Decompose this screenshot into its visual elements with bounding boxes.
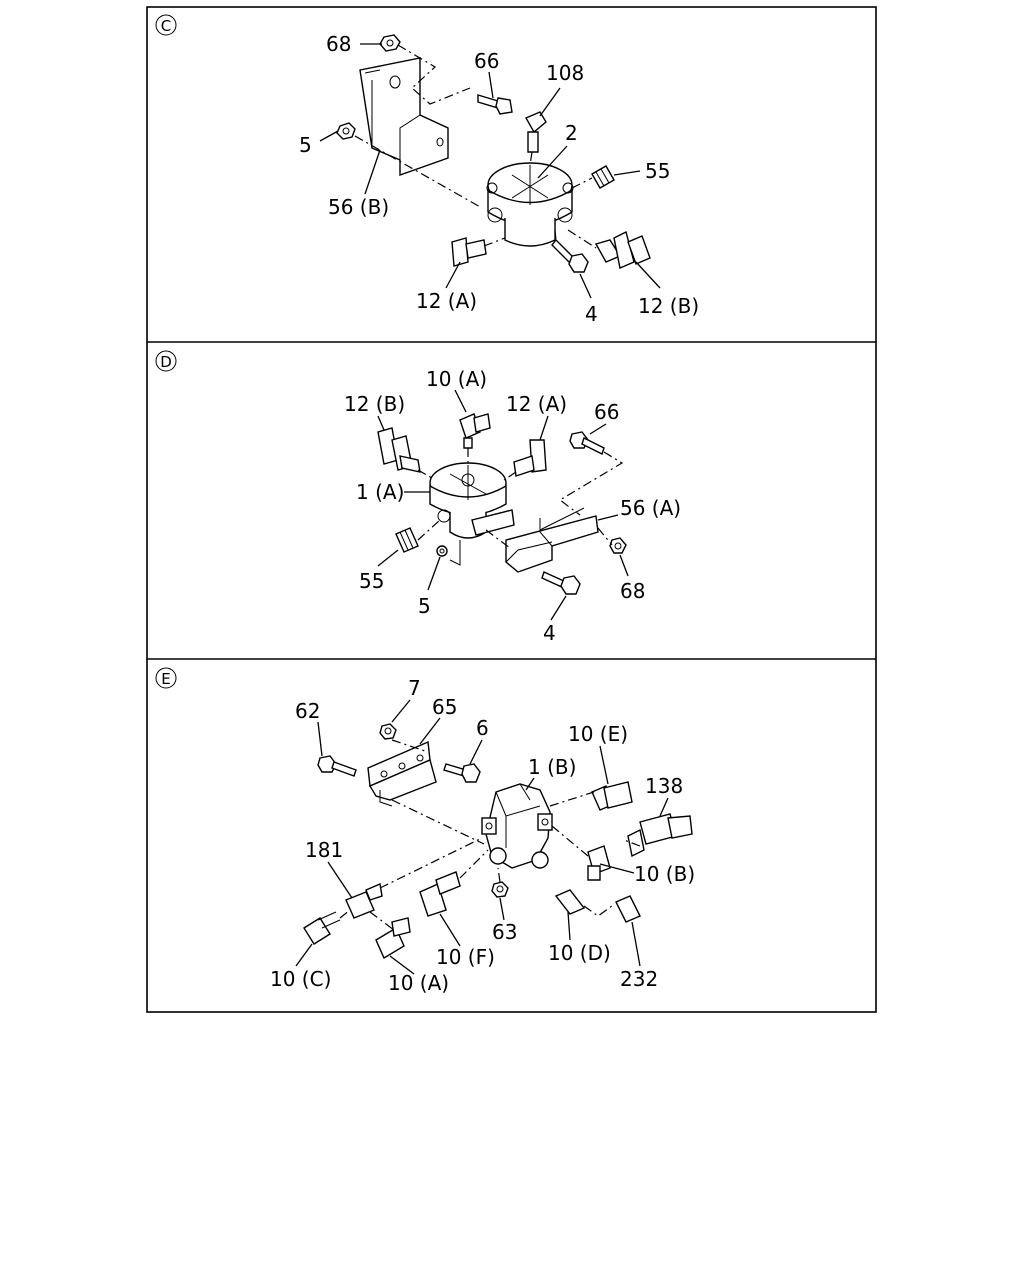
label-10e: 10 (E): [568, 722, 628, 746]
nut-68-d: [609, 537, 627, 554]
fitting-10c: [303, 911, 341, 945]
label-5-d: 5: [418, 594, 431, 618]
label-10f: 10 (F): [436, 945, 495, 969]
panel-c-marker: C: [155, 14, 177, 36]
label-12a-d: 12 (A): [506, 392, 567, 416]
label-56b: 56 (B): [328, 195, 389, 219]
connector-232: [615, 895, 641, 923]
nut-5-d: [436, 545, 448, 557]
bolt-4: [551, 238, 589, 273]
elbow-10b: [587, 845, 611, 881]
label-4-d: 4: [543, 621, 556, 645]
label-68-d: 68: [620, 579, 645, 603]
bracket-56b: [359, 57, 449, 176]
label-55: 55: [645, 159, 670, 183]
label-12b: 12 (B): [638, 294, 699, 318]
panel-c-labels: 68 66 108 5 2 55 56 (B) 12 (A) 4 12 (B): [299, 32, 699, 326]
bolt-6: [443, 763, 481, 783]
label-10c: 10 (C): [270, 967, 331, 991]
label-66: 66: [474, 49, 499, 73]
panel-e-marker: E: [155, 667, 177, 689]
elbow-10a-e: [375, 917, 411, 960]
label-232: 232: [620, 967, 658, 991]
label-12b-d: 12 (B): [344, 392, 405, 416]
panel-d: D: [155, 350, 681, 645]
label-7: 7: [408, 676, 421, 700]
valve-1b: [481, 783, 553, 869]
svg-text:C: C: [161, 17, 171, 35]
fitting-108: [525, 111, 547, 153]
label-10a-e: 10 (A): [388, 971, 449, 995]
diagram-frame: [146, 6, 877, 1013]
label-65: 65: [432, 695, 457, 719]
label-66-d: 66: [594, 400, 619, 424]
valve-2: [486, 162, 574, 247]
panel-c-dash-lines: [354, 44, 597, 249]
panel-e-leaders: [295, 699, 669, 975]
bolt-62: [317, 755, 357, 777]
label-62: 62: [295, 699, 320, 723]
label-181: 181: [305, 838, 343, 862]
label-68: 68: [326, 32, 351, 56]
label-10b: 10 (B): [634, 862, 695, 886]
elbow-10e: [591, 781, 633, 811]
nut-5: [336, 122, 356, 140]
block-181: [345, 883, 383, 919]
svg-text:D: D: [160, 353, 172, 371]
panel-c: C: [155, 14, 699, 326]
fitting-10d: [554, 889, 586, 915]
panel-d-labels: 10 (A) 12 (B) 12 (A) 66 1 (A) 56 (A) 55 …: [344, 367, 681, 645]
label-12a: 12 (A): [416, 289, 477, 313]
label-2: 2: [565, 121, 578, 145]
tee-12b-d: [377, 427, 421, 473]
panel-d-dash-lines: [417, 448, 624, 549]
bolt-66-d: [569, 431, 605, 455]
label-1b: 1 (B): [528, 755, 576, 779]
elbow-12a-d: [513, 439, 547, 477]
label-10a: 10 (A): [426, 367, 487, 391]
elbow-12a: [451, 237, 487, 267]
label-63: 63: [492, 920, 517, 944]
label-5: 5: [299, 133, 312, 157]
panel-c-leaders: [319, 43, 661, 299]
label-108: 108: [546, 61, 584, 85]
label-1a: 1 (A): [356, 480, 404, 504]
panel-d-leaders: [377, 389, 629, 621]
panel-e-dash-lines: [339, 739, 641, 931]
plug-55: [591, 165, 615, 189]
label-4: 4: [585, 302, 598, 326]
panel-e: E: [155, 667, 695, 995]
tee-12b: [594, 230, 651, 269]
panel-d-marker: D: [155, 350, 177, 372]
label-10d: 10 (D): [548, 941, 611, 965]
elbow-10f: [419, 871, 461, 917]
valve-1a: [429, 462, 507, 539]
svg-text:E: E: [161, 670, 170, 688]
sensor-138: [627, 813, 693, 858]
bolt-4-d: [541, 571, 581, 595]
label-138: 138: [645, 774, 683, 798]
nut-7: [379, 723, 397, 740]
panel-e-labels: 7 62 65 6 10 (E) 1 (B) 138 181 10 (B) 63…: [270, 676, 695, 995]
elbow-10a: [459, 413, 491, 449]
bolt-66: [477, 94, 513, 115]
nut-68: [379, 34, 401, 52]
plug-55-d: [395, 527, 419, 553]
nut-63: [491, 881, 509, 898]
label-6: 6: [476, 716, 489, 740]
bracket-56a: [449, 507, 599, 573]
label-55-d: 55: [359, 569, 384, 593]
bracket-65: [367, 740, 437, 807]
label-56a: 56 (A): [620, 496, 681, 520]
